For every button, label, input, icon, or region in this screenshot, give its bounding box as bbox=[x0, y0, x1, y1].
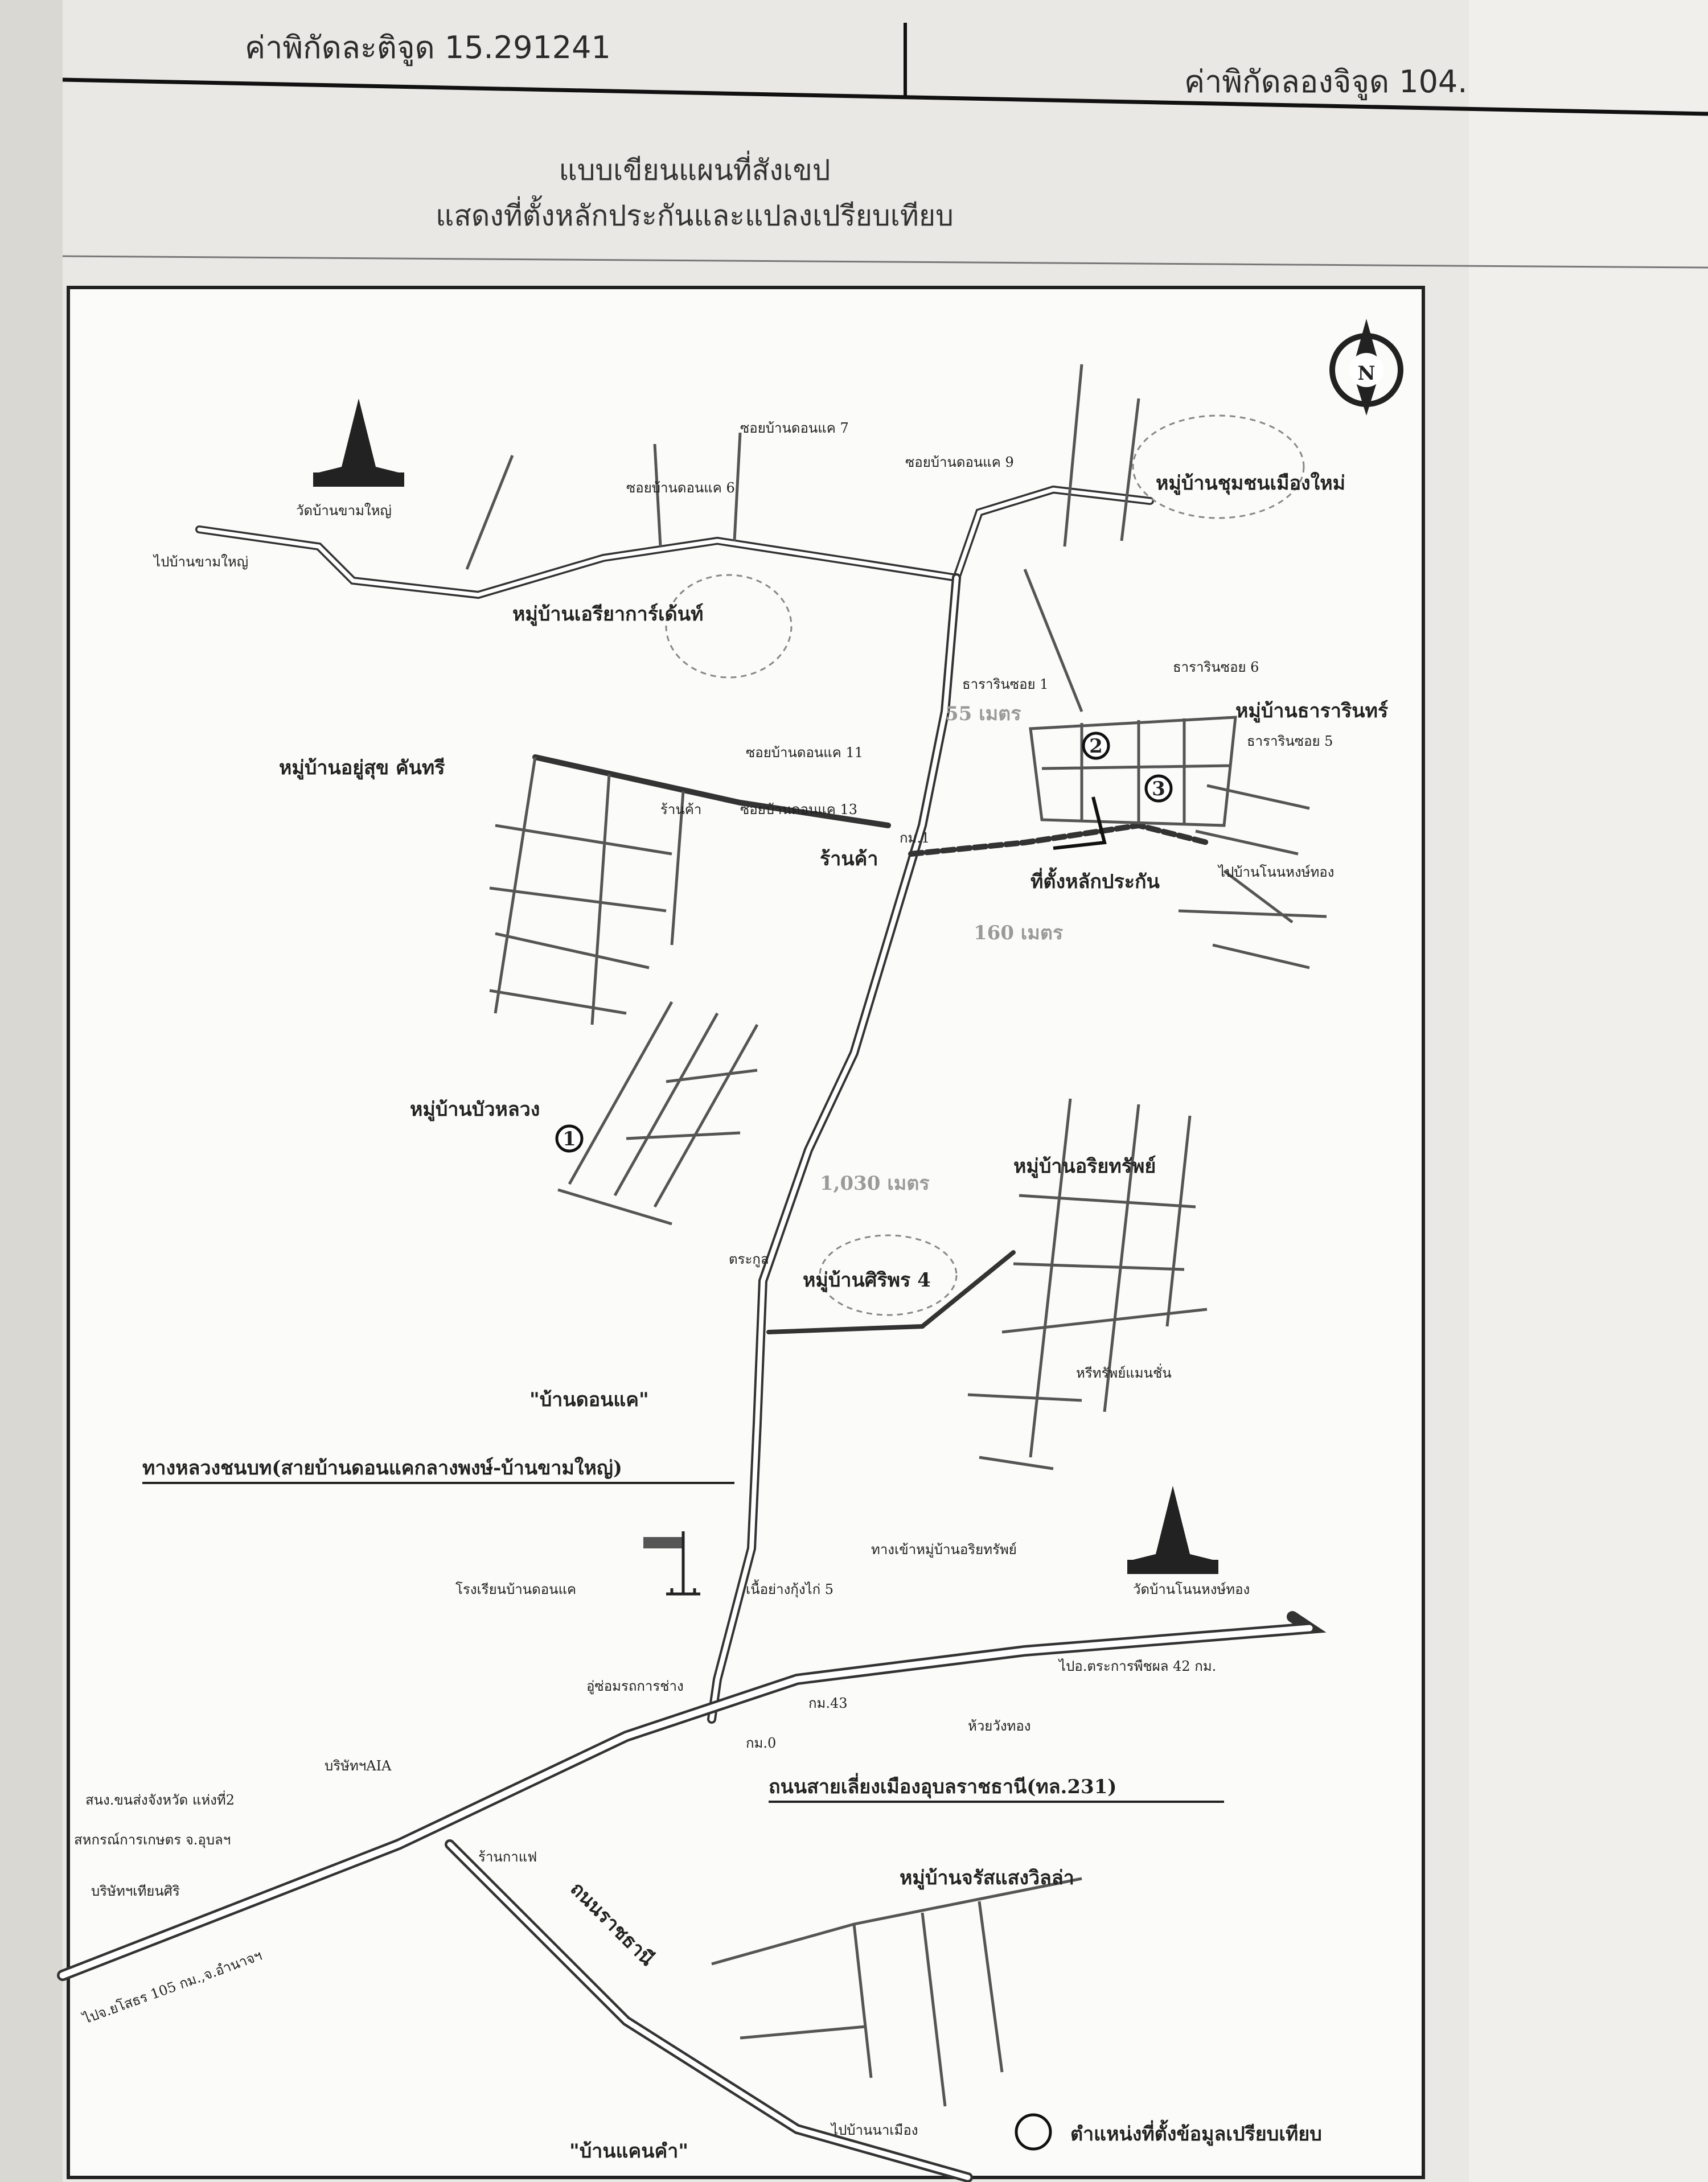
marker-1 bbox=[555, 1124, 584, 1153]
road-to-nongtong bbox=[908, 822, 1210, 857]
marker-3 bbox=[1144, 774, 1173, 803]
temple-icon bbox=[313, 398, 404, 487]
grid-tararin bbox=[1029, 716, 1237, 827]
compass-letter: N bbox=[1357, 362, 1375, 385]
map-frame bbox=[67, 286, 1425, 2179]
label-company-b: บริษัทฯเทียนศิริ bbox=[91, 1883, 180, 1899]
circle-chumchon bbox=[1132, 414, 1305, 519]
grid-east bbox=[1178, 784, 1327, 969]
label-wat-kham-yai: วัดบ้านขามใหญ่ bbox=[296, 503, 392, 519]
label-huai-wangthong: ห้วยวังทอง bbox=[968, 1718, 1031, 1734]
marker-2 bbox=[1082, 732, 1110, 760]
label-hotel: หรีทรัพย์แมนชั่น bbox=[1076, 1363, 1172, 1381]
label-tararin: หมู่บ้านธารารินทร์ bbox=[1235, 700, 1389, 723]
legend-circle-icon bbox=[1015, 2113, 1052, 2151]
label-chansaeng: หมู่บ้านจรัสแสงวิลล่า bbox=[900, 1867, 1074, 1890]
label-tararin-soi6: ธารารินซอย 6 bbox=[1173, 659, 1259, 675]
label-soi-9: ซอยบ้านดอนแค 9 bbox=[905, 454, 1014, 470]
latitude-label: ค่าพิกัดละติจูด 15.291241 bbox=[245, 30, 611, 65]
marker-1-label: 1 bbox=[563, 1128, 576, 1150]
label-km1: กม.1 bbox=[900, 830, 930, 846]
label-km0: กม.0 bbox=[746, 1735, 776, 1751]
label-tararin-soi5: ธารารินซอย 5 bbox=[1247, 733, 1333, 749]
marker-3-label: 3 bbox=[1152, 778, 1165, 800]
village-grids bbox=[465, 364, 1327, 2107]
label-km43: กม.43 bbox=[808, 1695, 848, 1711]
label-chumchon: หมู่บ้านชุมชนเมืองใหม่ bbox=[1156, 471, 1345, 495]
label-grocery: ตระกูล bbox=[729, 1251, 769, 1268]
header-rule bbox=[62, 77, 1708, 116]
label-to-nongtong: ไปบ้านโนนหงษ์ทอง bbox=[1217, 864, 1334, 880]
page-edge bbox=[0, 0, 63, 2182]
map-title: แบบเขียนแผนที่สังเขป bbox=[559, 154, 831, 187]
compass-icon: N bbox=[1329, 319, 1403, 416]
label-soi-7: ซอยบ้านดอนแค 7 bbox=[740, 420, 849, 436]
school-icon bbox=[643, 1531, 700, 1596]
label-soi-11: ซอยบ้านดอนแค 11 bbox=[746, 745, 863, 761]
label-wat-nongtong: วัดบ้านโนนหงษ์ทอง bbox=[1133, 1581, 1250, 1597]
label-ban-kaenkham: "บ้านแคนคำ" bbox=[569, 2140, 688, 2163]
label-yusuk: หมู่บ้านอยู่สุข คันทรี bbox=[279, 757, 445, 780]
label-tararin-soi1: ธารารินซอย 1 bbox=[962, 676, 1048, 692]
label-shop-a: ร้านค้า bbox=[660, 802, 701, 817]
grid-yusuk bbox=[489, 757, 685, 1025]
circle-area-garden bbox=[665, 574, 793, 679]
road-yusuk bbox=[532, 754, 891, 828]
label-aia: บริษัทฯAIA bbox=[325, 1758, 392, 1774]
label-soi-6: ซอยบ้านดอนแค 6 bbox=[626, 480, 735, 496]
label-garage: อู่ซ่อมรถการช่าง bbox=[586, 1678, 684, 1695]
road-network bbox=[57, 485, 1327, 2182]
label-to-trakan: ไปอ.ตระการพืชผล 42 กม. bbox=[1058, 1658, 1216, 1674]
grid-chansaeng bbox=[711, 1877, 1082, 2107]
page-margin bbox=[1469, 0, 1708, 2182]
label-cafe: ร้านกาแฟ bbox=[478, 1849, 537, 1865]
label-rural-road: ทางหลวงชนบท(สายบ้านดอนแคกลางพงษ์-บ้านขาม… bbox=[142, 1456, 622, 1480]
village-circles bbox=[665, 414, 1305, 1316]
map-subtitle: แสดงที่ตั้งหลักประกันและแปลงเปรียบเทียบ bbox=[436, 199, 954, 232]
grid-bua-luang bbox=[557, 1001, 759, 1226]
sheet-fold bbox=[62, 255, 1708, 269]
label-ban-dondae: "บ้านดอนแค" bbox=[529, 1388, 649, 1411]
label-coop: สหกรณ์การเกษตร จ.อุบลฯ bbox=[74, 1832, 231, 1848]
legend-label: ตำแหน่งที่ตั้งข้อมูลเปรียบเทียบ bbox=[1070, 2119, 1322, 2146]
marker-2-label: 2 bbox=[1089, 735, 1103, 758]
label-bua-luang: หมู่บ้านบัวหลวง bbox=[410, 1098, 540, 1121]
comparison-markers: 1 2 3 bbox=[555, 732, 1173, 1153]
label-dist-55: 55 เมตร bbox=[945, 702, 1021, 725]
label-soi-13: ซอยบ้านดอนแค 13 bbox=[740, 802, 857, 817]
circle-siriporn bbox=[819, 1234, 958, 1316]
label-shop-b: ร้านค้า bbox=[820, 848, 878, 870]
legend: ตำแหน่งที่ตั้งข้อมูลเปรียบเทียบ bbox=[1015, 2113, 1322, 2151]
grid-arisap bbox=[967, 1098, 1208, 1470]
road-siriporn bbox=[766, 1250, 1016, 1334]
label-arisap: หมู่บ้านอริยทรัพย์ bbox=[1013, 1155, 1156, 1178]
label-chicken-shop: เนื้อย่างกุ้งไก่ 5 bbox=[746, 1579, 834, 1598]
label-school: โรงเรียนบ้านดอนแค bbox=[455, 1581, 576, 1597]
temple-icon bbox=[1127, 1486, 1218, 1574]
label-dist-160: 160 เมตร bbox=[974, 922, 1064, 944]
label-area-garden: หมู่บ้านเอรียาการ์เด้นท์ bbox=[512, 603, 703, 626]
grid-north bbox=[465, 364, 1140, 712]
label-to-namuang: ไปบ้านนาเมือง bbox=[830, 2122, 918, 2138]
label-bypass: ถนนสายเลี่ยงเมืองอุบลราชธานี(ทล.231) bbox=[769, 1773, 1116, 1799]
label-provincial-office: สนง.ขนส่งจังหวัด แห่งที่2 bbox=[85, 1790, 235, 1808]
label-siriporn: หมู่บ้านศิริพร 4 bbox=[803, 1269, 931, 1292]
label-entrance-arisap: ทางเข้าหมู่บ้านอริยทรัพย์ bbox=[871, 1542, 1017, 1558]
collateral-pointer bbox=[1053, 796, 1107, 850]
label-to-kham-yai: ไปบ้านขามใหญ่ bbox=[153, 554, 248, 570]
label-collateral: ที่ตั้งหลักประกัน bbox=[1030, 867, 1160, 893]
label-dist-1030: 1,030 เมตร bbox=[820, 1172, 930, 1195]
